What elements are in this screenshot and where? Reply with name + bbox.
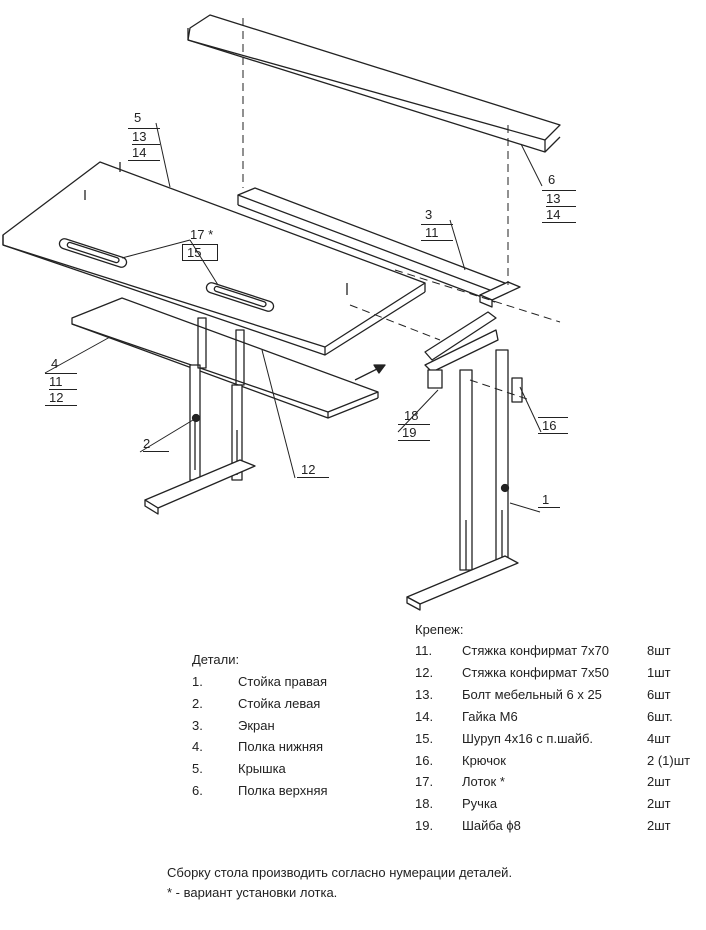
callout-16: 16 xyxy=(538,417,568,434)
callout-4-row3: 12 xyxy=(49,389,77,405)
fastener-name: Лоток * xyxy=(462,774,505,790)
leader-lines xyxy=(44,122,543,513)
parts-row-num: 2. xyxy=(192,695,203,711)
callout-4-part: 4 xyxy=(51,356,59,371)
callout-2: 2 xyxy=(143,436,169,452)
fastener-num: 16. xyxy=(415,752,434,768)
callout-4-box: 11 12 xyxy=(45,373,77,406)
parts-row-name: Стойка правая xyxy=(238,674,328,689)
fastener-row: 14. Гайка М6 6шт. xyxy=(415,709,700,725)
callout-5-box: 13 14 xyxy=(128,128,160,161)
callout-3-part: 3 xyxy=(425,207,433,222)
fastener-num: 18. xyxy=(415,796,434,812)
fastener-num: 12. xyxy=(415,664,434,680)
parts-row: 3. Экран xyxy=(192,718,392,734)
callout-3-box: 11 xyxy=(421,224,453,241)
parts-row: 4. Полка нижняя xyxy=(192,739,392,755)
parts-title: Детали: xyxy=(192,652,240,667)
fastener-qty: 1шт xyxy=(647,664,671,680)
left-leg xyxy=(144,317,256,515)
fastener-qty: 4шт xyxy=(647,730,671,746)
fastener-name: Стяжка конфирмат 7х70 xyxy=(462,643,609,658)
fastener-qty: 2шт xyxy=(647,818,671,834)
callout-5: 5 xyxy=(134,110,141,125)
fastener-qty: 6шт. xyxy=(647,708,673,724)
callout-18-part: 18 xyxy=(404,408,419,423)
fastener-qty: 6шт xyxy=(647,686,671,702)
callout-12: 12 xyxy=(297,462,329,478)
parts-row-num: 1. xyxy=(192,674,203,689)
fastener-num: 19. xyxy=(415,818,434,834)
fastener-qty: 2шт xyxy=(647,774,671,790)
fastener-qty: 2шт xyxy=(647,796,671,812)
fastener-row: 19. Шайба ϕ8 2шт xyxy=(415,818,700,834)
assembly-drawing xyxy=(2,14,561,611)
parts-row-num: 3. xyxy=(192,717,203,733)
tabletop xyxy=(2,161,426,356)
fastener-num: 17. xyxy=(415,774,434,790)
callout-17-part: 17 * xyxy=(190,227,214,242)
parts-row: 5. Крышка xyxy=(192,761,392,777)
fastener-qty: 2 (1)шт xyxy=(647,752,691,768)
callout-6: 6 xyxy=(548,172,555,187)
callout-18-box: 19 xyxy=(398,424,430,441)
fastener-row: 13. Болт мебельный 6 х 25 6шт xyxy=(415,687,700,703)
fastener-row: 16. Крючок 2 (1)шт xyxy=(415,753,700,769)
fastener-name: Шайба ϕ8 xyxy=(462,818,521,834)
callout-18: 18 xyxy=(404,408,418,423)
fastener-num: 11. xyxy=(415,643,433,658)
parts-row-name: Стойка левая xyxy=(238,695,321,711)
fastener-row: 17. Лоток * 2шт xyxy=(415,774,700,790)
parts-row: 1. Стойка правая xyxy=(192,674,392,690)
assembly-lines xyxy=(242,18,561,401)
fastener-qty: 8шт xyxy=(647,643,671,658)
lower-shelf xyxy=(71,297,379,419)
callout-3-row2: 11 xyxy=(425,225,439,240)
fastener-name: Крючок xyxy=(462,752,506,768)
callout-17-box: 15 xyxy=(182,244,218,261)
callout-5-part: 5 xyxy=(134,110,142,125)
parts-row-num: 5. xyxy=(192,761,203,777)
parts-row: 6. Полка верхняя xyxy=(192,783,392,799)
fastener-row: 12. Стяжка конфирмат 7х50 1шт xyxy=(415,665,700,681)
callout-17: 17 * xyxy=(190,227,213,242)
tray-note: * - вариант установки лотка. xyxy=(167,885,338,900)
fastener-name: Шуруп 4х16 с п.шайб. xyxy=(462,730,594,746)
callout-6-row3: 14 xyxy=(546,206,576,222)
callout-6-part: 6 xyxy=(548,172,556,187)
fastener-row: 18. Ручка 2шт xyxy=(415,796,700,812)
fastener-num: 14. xyxy=(415,708,434,724)
fastener-row: 11. Стяжка конфирмат 7х70 8шт xyxy=(415,643,700,659)
fasteners-title: Крепеж: xyxy=(415,622,464,637)
callout-4-row2: 11 xyxy=(49,374,63,389)
callout-5-row3: 14 xyxy=(132,144,160,160)
parts-row-name: Полка верхняя xyxy=(238,783,328,798)
callout-1: 1 xyxy=(538,492,560,508)
fastener-name: Стяжка конфирмат 7х50 xyxy=(462,664,609,680)
parts-row-num: 6. xyxy=(192,783,203,798)
callout-5-row2: 13 xyxy=(132,129,147,144)
fastener-name: Болт мебельный 6 х 25 xyxy=(462,686,602,702)
callout-6-row2: 13 xyxy=(546,191,561,206)
parts-row: 2. Стойка левая xyxy=(192,696,392,712)
fastener-num: 15. xyxy=(415,730,434,746)
upper-shelf xyxy=(187,14,561,153)
right-leg xyxy=(406,281,523,611)
assembly-note: Сборку стола производить согласно нумера… xyxy=(167,865,513,880)
parts-row-name: Крышка xyxy=(238,761,286,777)
callout-18-row2: 19 xyxy=(402,425,417,440)
callout-4: 4 xyxy=(51,356,58,371)
parts-row-num: 4. xyxy=(192,739,203,755)
parts-row-name: Полка нижняя xyxy=(238,739,324,755)
callout-17-row2: 15 xyxy=(187,245,202,260)
callout-3: 3 xyxy=(425,207,432,222)
fastener-num: 13. xyxy=(415,686,434,702)
fastener-name: Гайка М6 xyxy=(462,708,518,724)
parts-row-name: Экран xyxy=(238,717,275,733)
fastener-row: 15. Шуруп 4х16 с п.шайб. 4шт xyxy=(415,731,700,747)
fastener-name: Ручка xyxy=(462,796,498,812)
callout-6-box: 13 14 xyxy=(542,190,576,223)
